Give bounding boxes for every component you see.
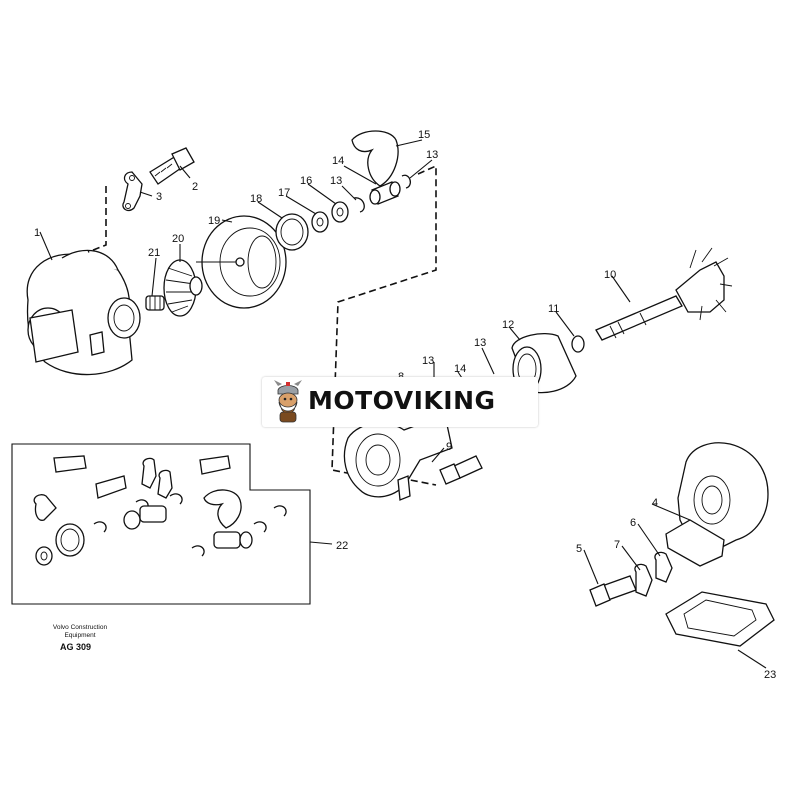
assembly-leader-1 [87,186,107,253]
bolt-2 [149,147,195,185]
compressor-cover-19 [196,215,287,309]
callout-3: 3 [156,191,162,203]
source-line-2: Equipment [64,632,96,639]
callout-16: 16 [300,175,312,187]
watermark-banner: MOTOVIKING [262,377,538,427]
lock-plate-6 [654,551,673,583]
callout-labels: 1 2 3 4 5 6 7 8 9 10 11 12 13 13 13 13 1… [34,129,776,681]
thrust-plate-15 [351,130,399,187]
spacer-16 [331,201,349,223]
gasket-23 [665,591,775,647]
callout-4: 4 [652,497,658,509]
exhaust-turbine-housing [665,442,769,567]
washer-17 [311,211,329,233]
compressor-wheel-20 [163,259,203,317]
callout-1: 1 [34,227,40,239]
callout-14-center: 14 [454,363,466,375]
source-line-1: Volvo Construction [52,624,108,631]
figure-code: AG 309 [60,642,92,652]
callout-22: 22 [336,540,348,552]
callout-10: 10 [604,269,616,281]
bearing-21 [145,295,165,311]
bearing-14 [369,181,401,205]
center-housing [343,419,453,501]
assembly-leader-2 [331,164,437,475]
piston-ring-11 [571,335,585,353]
callout-2: 2 [192,181,198,193]
callout-18: 18 [250,193,262,205]
callout-13-mid: 13 [330,175,342,187]
viking-mascot-icon [274,380,302,423]
snap-ring-13b [401,174,412,189]
callout-13-top: 13 [426,149,438,161]
lock-plate-3 [122,171,143,212]
watermark-text: MOTOVIKING [308,386,496,415]
callout-5: 5 [576,543,582,555]
service-kit-box-22 [11,443,333,605]
callout-11: 11 [548,303,559,315]
callout-14-top: 14 [332,155,344,167]
callout-19: 19 [208,215,220,227]
callout-13-right: 13 [474,337,486,349]
callout-15: 15 [418,129,430,141]
leader-lines [39,139,767,669]
turbine-shaft-10 [595,247,733,341]
callout-13-center: 13 [422,355,434,367]
source-caption: Volvo Construction Equipment [38,624,122,640]
bolt-9 [439,455,483,485]
turbine-housing [26,249,141,376]
callout-20: 20 [172,233,184,245]
callout-7: 7 [614,539,620,551]
callout-6: 6 [630,517,636,529]
lock-plate-7 [634,563,653,597]
callout-23: 23 [764,669,776,681]
callout-21: 21 [148,247,160,259]
callout-12: 12 [502,319,514,331]
snap-ring-13a [353,197,365,213]
callout-17: 17 [278,187,290,199]
callout-9: 9 [446,441,452,453]
